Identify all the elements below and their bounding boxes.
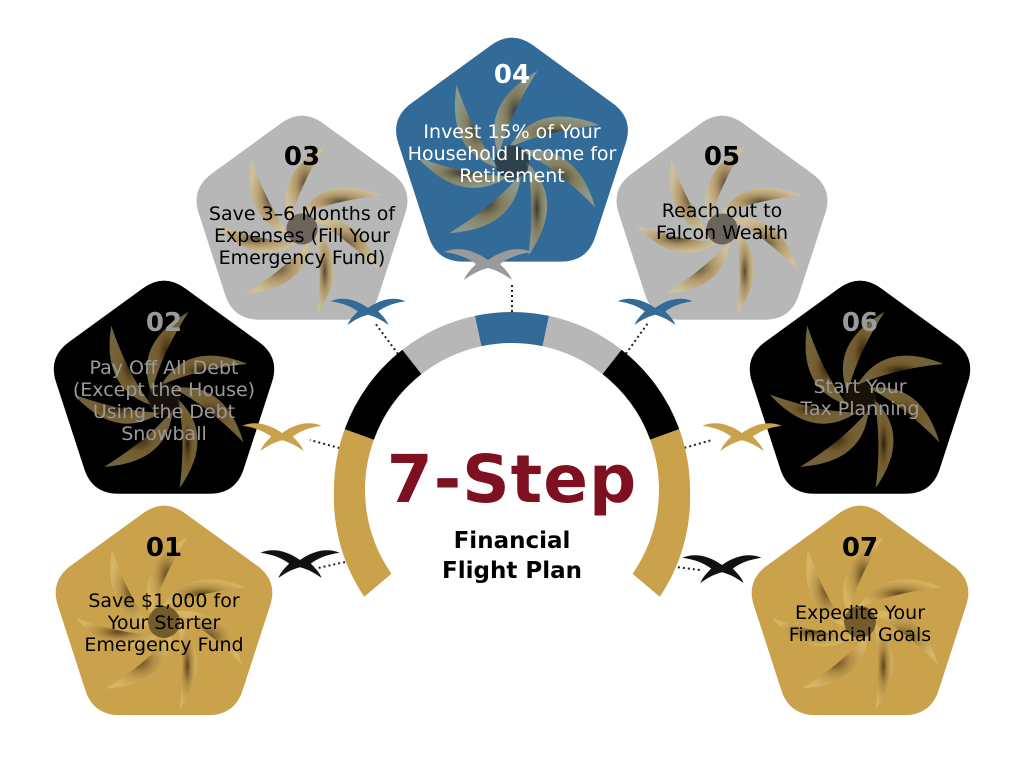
step-02-number: 02 [145, 308, 183, 338]
connector-06 [669, 439, 713, 453]
swirl-emblem [635, 145, 802, 315]
step-06-pentagon [749, 280, 971, 494]
step-01-number: 01 [145, 533, 183, 563]
step-label-line: Falcon Wealth [655, 222, 789, 244]
diagram-subtitle: Financial Flight Plan [392, 526, 632, 586]
step-label-line: Save $1,000 for [88, 590, 240, 612]
step-label-line: Invest 15% of Your [423, 121, 601, 143]
step-label-line: Pay Off All Debt [89, 357, 239, 379]
step-label-line: Tax Planning [800, 398, 920, 420]
step-04-pentagon [396, 37, 628, 262]
subtitle-line-1: Financial [453, 528, 571, 554]
ring-segment-01-tail [333, 490, 392, 597]
ring-segment-05 [542, 315, 622, 375]
step-label-line: Emergency Fund [84, 634, 244, 656]
step-03-pentagon [196, 115, 408, 320]
swirl-emblem [771, 536, 942, 710]
step-07-pentagon [751, 505, 969, 716]
swirl-emblem [215, 145, 382, 315]
ring-segment-02 [344, 349, 422, 440]
step-label-line: Household Income for [407, 143, 617, 165]
connector-03 [374, 322, 405, 363]
step-label-line: Start Your [813, 376, 907, 398]
ring-segment-07-tail [632, 490, 691, 597]
step-02-pentagon [53, 280, 275, 494]
ring-segment-03 [402, 315, 482, 375]
step-04-number: 04 [493, 60, 531, 90]
step-01-pentagon [55, 505, 273, 716]
eagle-icon [444, 249, 532, 280]
swirl-emblem [769, 311, 944, 489]
step-label-line: Save 3–6 Months of [208, 203, 396, 225]
eagle-icon [682, 555, 762, 583]
subtitle-line-2: Flight Plan [442, 558, 582, 584]
eagle-icon [330, 298, 406, 325]
step-pentagons [53, 37, 971, 716]
step-06-number: 06 [841, 308, 879, 338]
step-label-line: Snowball [121, 423, 207, 445]
diagram-title: 7-Step [386, 441, 638, 518]
connector-05 [619, 322, 649, 363]
step-label-line: Retirement [459, 165, 565, 187]
eagle-icon [260, 550, 340, 578]
ring-segment-04 [474, 312, 550, 347]
connector-01 [317, 561, 346, 569]
step-07-number: 07 [841, 533, 879, 563]
ring-segment-01 [334, 429, 374, 490]
swirl-emblem [75, 536, 246, 710]
ring-segment-06 [602, 349, 680, 440]
progress-ring [333, 312, 691, 597]
step-05-pentagon [616, 115, 828, 320]
eagle-icon [702, 423, 782, 451]
step-label-line: Your Starter [107, 612, 221, 634]
step-03-number: 03 [283, 142, 321, 172]
step-label-line: (Except the House) [72, 379, 256, 401]
step-02-label: Pay Off All Debt(Except the House)Using … [39, 357, 289, 445]
swirl-emblem [73, 311, 248, 489]
step-label-line: Expedite Your [794, 602, 926, 624]
step-05-number: 05 [703, 142, 741, 172]
ring-segment-07 [650, 429, 690, 490]
swirl-emblem [417, 70, 600, 256]
step-label-line: Using the Debt [92, 401, 236, 423]
bird-icons [242, 249, 782, 583]
step-label-line: Reach out to [661, 200, 783, 222]
step-label-line: Expenses (Fill Your [214, 225, 390, 247]
step-label-line: Emergency Fund) [218, 247, 386, 269]
eagle-icon [617, 298, 693, 325]
eagle-icon [242, 423, 322, 451]
step-label-line: Financial Goals [788, 624, 932, 646]
